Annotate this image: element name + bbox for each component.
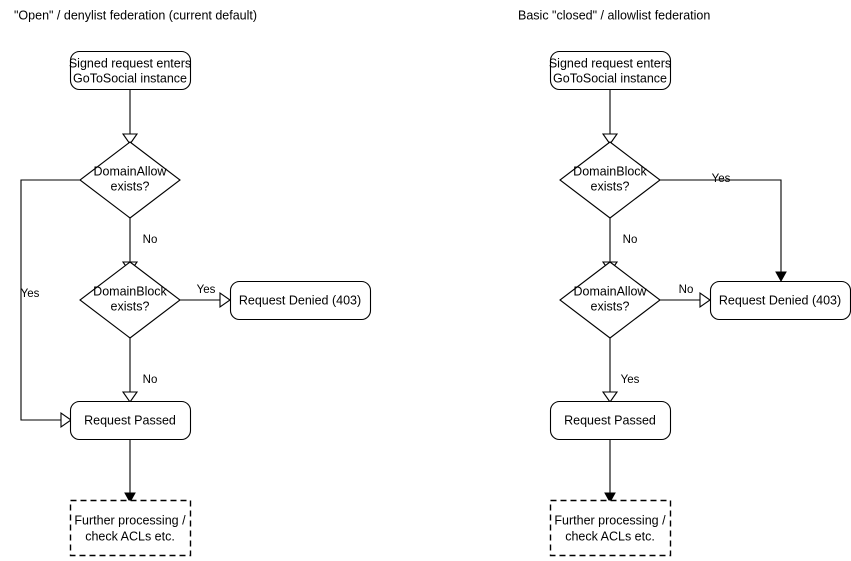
left-edge-label-block-no: No: [143, 374, 158, 386]
left-edge-start-to-domainallow: [121, 89, 139, 145]
right-request-passed-box: [549, 400, 672, 441]
right-edge-passed-to-further: [604, 440, 616, 504]
left-request-passed-box: [69, 400, 192, 441]
left-start-label-line2: GoToSocial instance: [73, 71, 187, 85]
left-edge-passed-to-further: [124, 440, 136, 504]
right-further-processing-box: [549, 499, 672, 557]
right-start-label-line2: GoToSocial instance: [553, 71, 667, 85]
left-further-processing-label-line1: Further processing /: [74, 513, 186, 527]
left-request-passed-node: Request Passed: [69, 400, 192, 441]
left-domainallow-label-line1: DomainAllow: [94, 164, 168, 178]
left-edge-label-allow-yes: Yes: [21, 288, 40, 300]
left-further-processing-box: [69, 499, 192, 557]
left-domainblock-label-line2: exists?: [111, 299, 150, 313]
right-request-denied-node: Request Denied (403): [709, 280, 851, 321]
left-edge-domainblock-no: No: [121, 338, 158, 403]
left-decision-domainblock: DomainBlock exists?: [79, 261, 181, 339]
left-request-passed-label: Request Passed: [84, 413, 176, 427]
right-further-processing-label-line2: check ACLs etc.: [565, 529, 655, 543]
right-start-node: Signed request enters GoToSocial instanc…: [549, 50, 671, 91]
left-request-denied-node: Request Denied (403): [229, 280, 372, 321]
left-diagram-title: "Open" / denylist federation (current de…: [14, 8, 257, 22]
left-decision-domainallow: DomainAllow exists?: [79, 141, 181, 219]
right-edge-label-allow-no: No: [679, 284, 694, 296]
left-edge-label-allow-no: No: [143, 234, 158, 246]
left-domainblock-label-line1: DomainBlock: [93, 284, 167, 298]
right-request-passed-label: Request Passed: [564, 413, 656, 427]
left-further-processing-label-line2: check ACLs etc.: [85, 529, 175, 543]
left-start-label-line1: Signed request enters: [69, 56, 191, 70]
right-diagram-title: Basic "closed" / allowlist federation: [518, 8, 710, 22]
right-edge-label-block-yes: Yes: [712, 173, 731, 185]
right-further-processing-node: Further processing / check ACLs etc.: [549, 499, 672, 557]
left-further-processing-node: Further processing / check ACLs etc.: [69, 499, 192, 557]
right-domainallow-label-line1: DomainAllow: [574, 284, 648, 298]
right-domainallow-label-line2: exists?: [591, 299, 630, 313]
left-edge-domainblock-yes: Yes: [180, 284, 231, 309]
left-request-denied-label: Request Denied (403): [239, 293, 361, 307]
left-request-denied-box: [229, 280, 372, 321]
left-domainallow-label-line2: exists?: [111, 179, 150, 193]
right-decision-domainblock: DomainBlock exists?: [559, 141, 661, 219]
right-request-passed-node: Request Passed: [549, 400, 672, 441]
right-domainblock-label-line2: exists?: [591, 179, 630, 193]
right-edge-domainblock-yes: Yes: [660, 173, 787, 283]
right-domainblock-label-line1: DomainBlock: [573, 164, 647, 178]
right-request-denied-label: Request Denied (403): [719, 293, 841, 307]
left-edge-label-block-yes: Yes: [197, 284, 216, 296]
right-edge-label-block-no: No: [623, 234, 638, 246]
right-further-processing-label-line1: Further processing /: [554, 513, 666, 527]
left-start-node: Signed request enters GoToSocial instanc…: [69, 50, 191, 91]
right-edge-label-allow-yes: Yes: [621, 374, 640, 386]
right-edge-domainallow-no: No: [660, 284, 711, 309]
right-start-label-line1: Signed request enters: [549, 56, 671, 70]
right-edge-start-to-domainblock: [601, 89, 619, 145]
right-edge-domainallow-yes: Yes: [601, 338, 640, 403]
right-decision-domainallow: DomainAllow exists?: [559, 261, 661, 339]
left-edge-domainallow-yes: Yes: [20, 179, 80, 429]
